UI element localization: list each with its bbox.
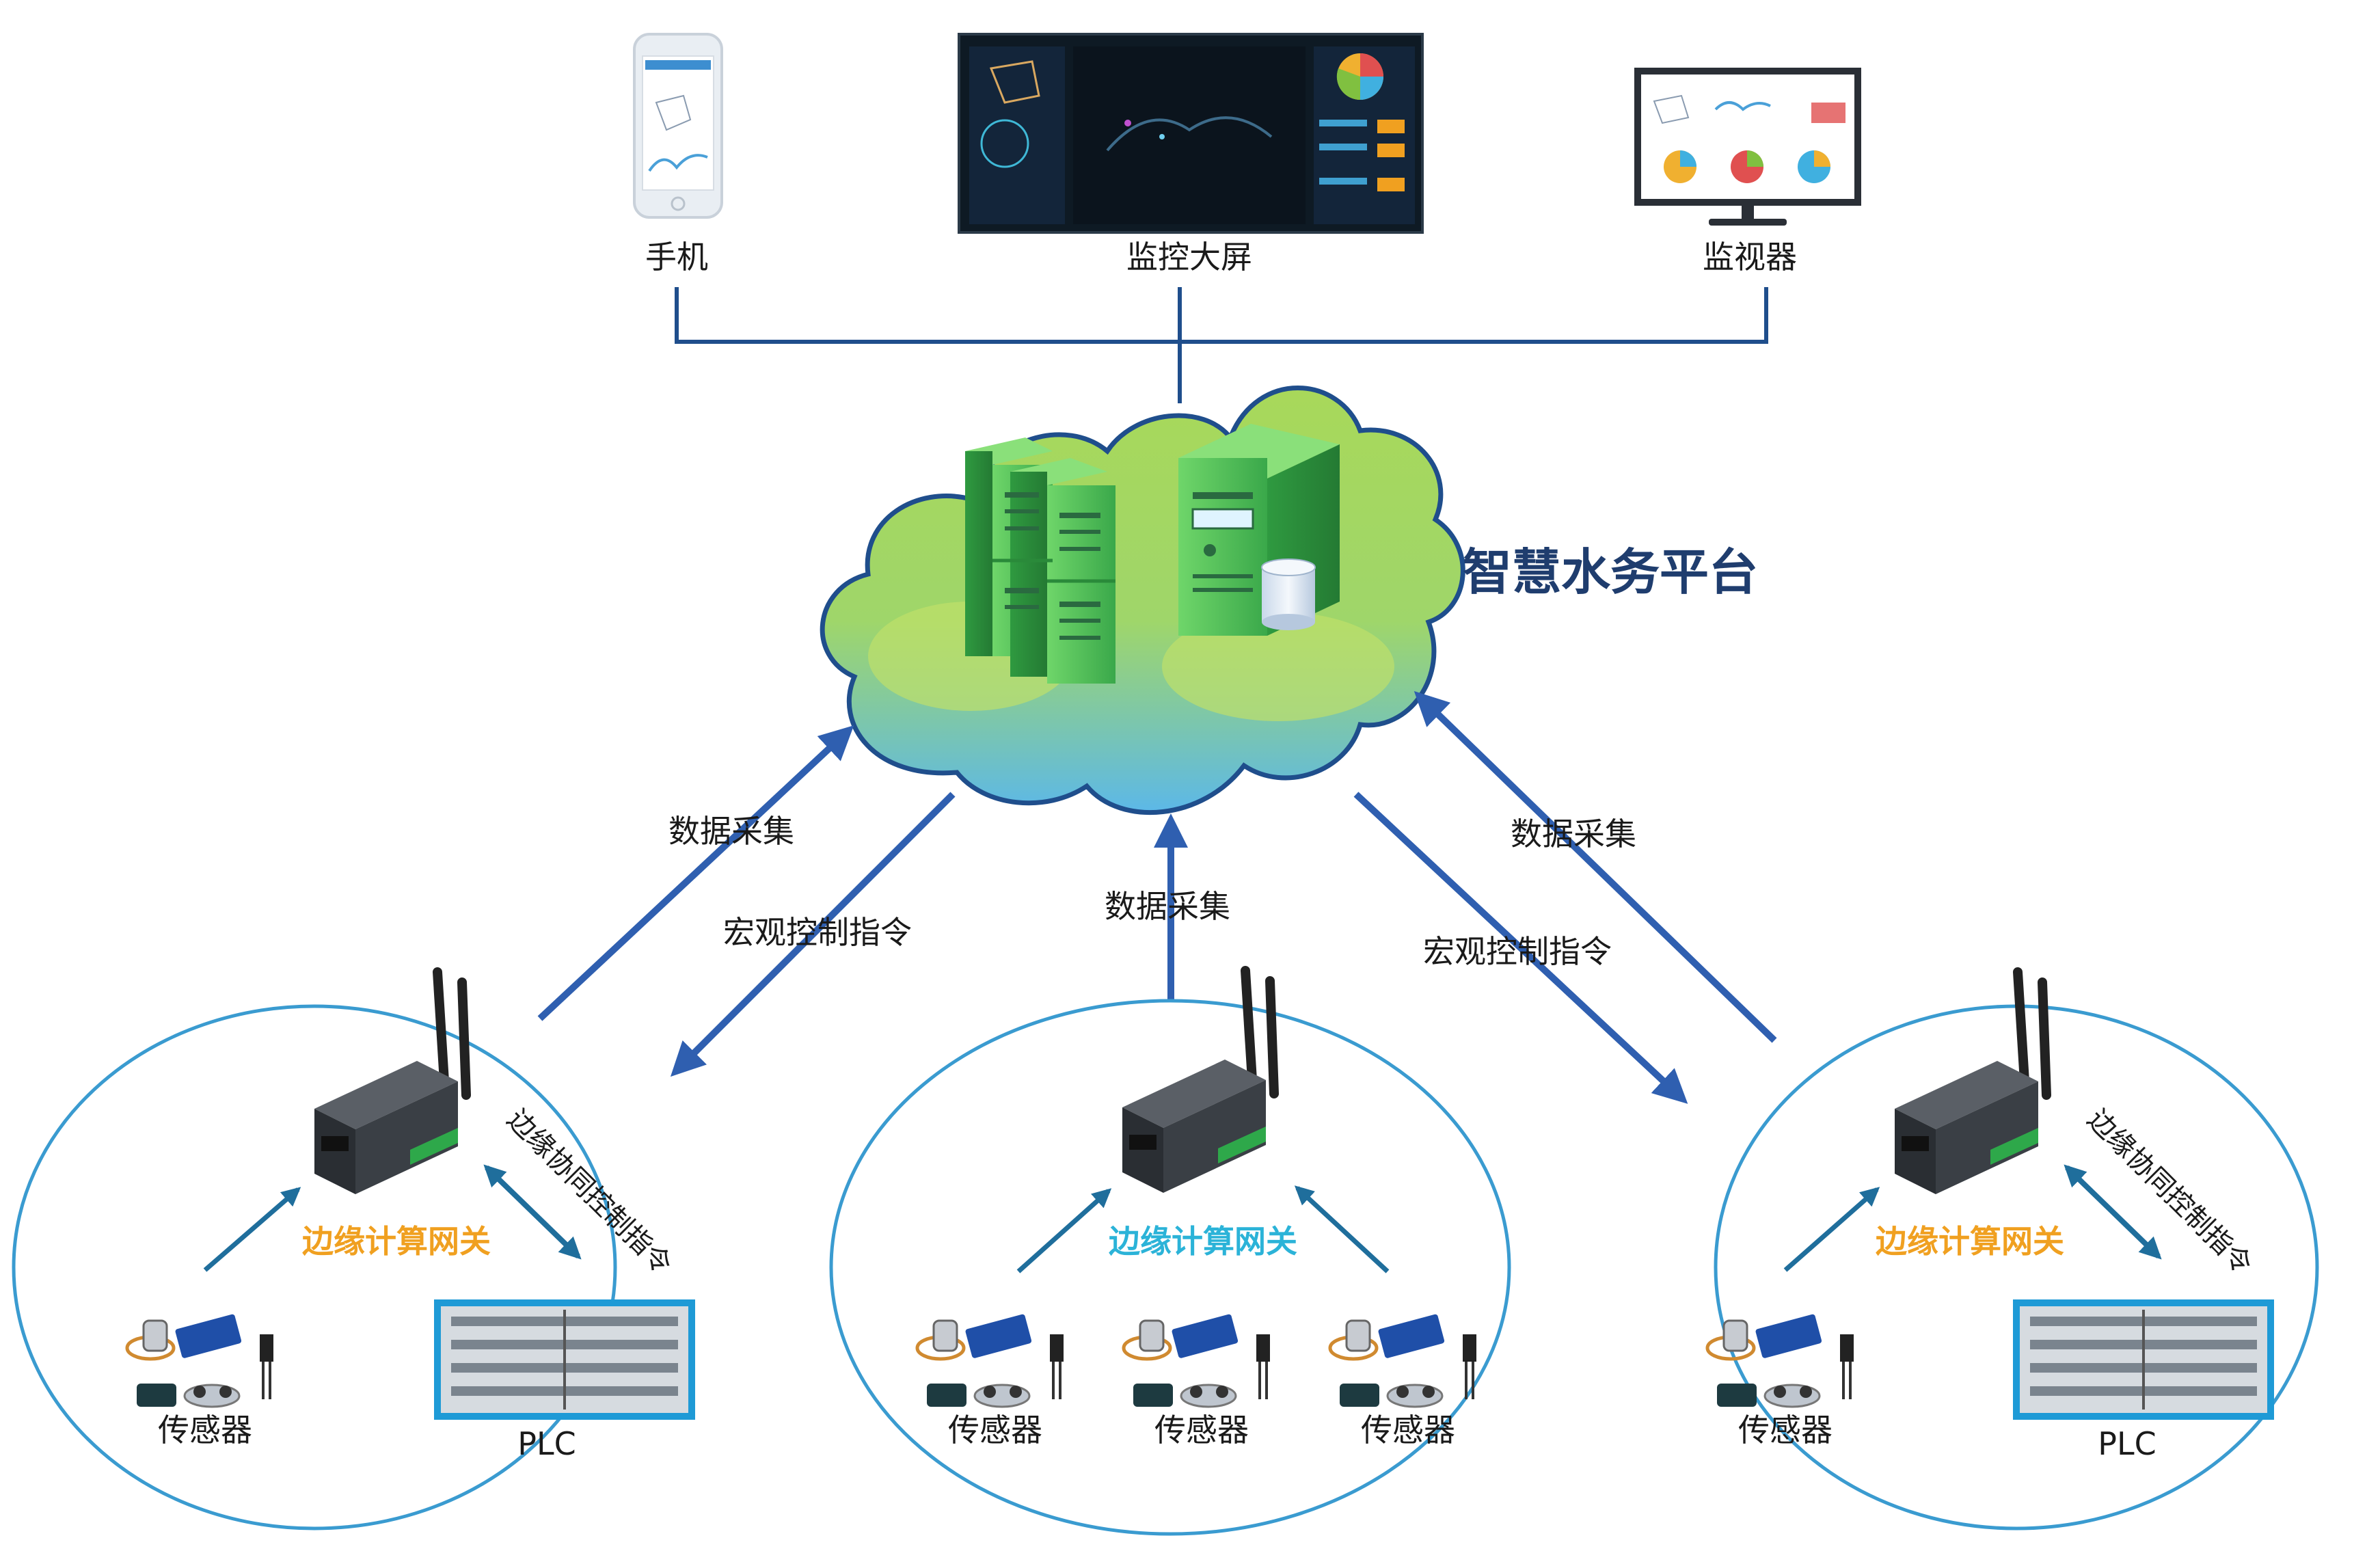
plc-cabinet-icon — [2013, 1299, 2274, 1420]
left-down-arrow — [670, 792, 956, 1077]
server-rack-icon — [965, 437, 1115, 684]
edge-coop-arrow — [2064, 1164, 2162, 1260]
database-icon — [1261, 558, 1316, 630]
center-up-label: 数据采集 — [1105, 888, 1230, 925]
sensor-label: 传感器 — [158, 1412, 252, 1448]
sensor-icon — [1705, 1314, 1854, 1408]
phone-label: 手机 — [645, 239, 708, 275]
right-up-label: 数据采集 — [1511, 815, 1636, 852]
left-up-label: 数据采集 — [668, 813, 794, 850]
sensor-label: 传感器 — [1361, 1412, 1455, 1448]
sensor-label: 传感器 — [948, 1412, 1042, 1448]
left-down-label: 宏观控制指令 — [723, 914, 912, 951]
gateway-label: 边缘计算网关 — [1876, 1223, 2064, 1260]
edge-gateway-icon — [1895, 967, 2051, 1194]
sensor-to-gateway-arrow — [1783, 1187, 1880, 1272]
sensor-icon — [1122, 1314, 1270, 1408]
display-connector — [675, 287, 1768, 403]
gateway-label: 边缘计算网关 — [1109, 1223, 1297, 1260]
big-screen-icon — [958, 33, 1424, 234]
monitor-icon — [1634, 68, 1861, 226]
right-down-arrow — [1353, 792, 1688, 1104]
plc-label: PLC — [2098, 1425, 2156, 1462]
right-up-arrow — [1414, 691, 1777, 1043]
sensor-label: 传感器 — [1738, 1412, 1833, 1448]
sensor-to-gateway-arrow — [203, 1187, 301, 1272]
platform-title: 智慧水务平台 — [1463, 543, 1758, 601]
flow-arrows — [537, 691, 1777, 1104]
sensor-icon — [1328, 1314, 1476, 1408]
zone-boundary — [829, 999, 1511, 1536]
gateway-label: 边缘计算网关 — [302, 1223, 491, 1260]
monitor-label: 监视器 — [1703, 239, 1797, 275]
sensor-label: 传感器 — [1154, 1412, 1249, 1448]
edge-gateway-icon — [1122, 966, 1279, 1193]
big-screen-label: 监控大屏 — [1126, 239, 1252, 275]
sensor-to-gateway-arrow — [1294, 1185, 1390, 1273]
sensor-icon — [125, 1314, 273, 1408]
edge-zone-2: 边缘计算网关传感器传感器传感器 — [829, 966, 1511, 1536]
edge-gateway-icon — [314, 967, 471, 1194]
server-tower-icon — [1178, 424, 1340, 636]
left-up-arrow — [537, 725, 854, 1021]
plc-label: PLC — [517, 1425, 576, 1462]
right-down-label: 宏观控制指令 — [1423, 933, 1612, 970]
plc-cabinet-icon — [434, 1299, 695, 1420]
cloud-platform — [820, 386, 1465, 815]
sensor-icon — [915, 1314, 1064, 1408]
sensor-to-gateway-arrow — [1016, 1188, 1112, 1273]
phone-icon — [633, 33, 723, 219]
edge-coop-arrow — [483, 1164, 582, 1260]
